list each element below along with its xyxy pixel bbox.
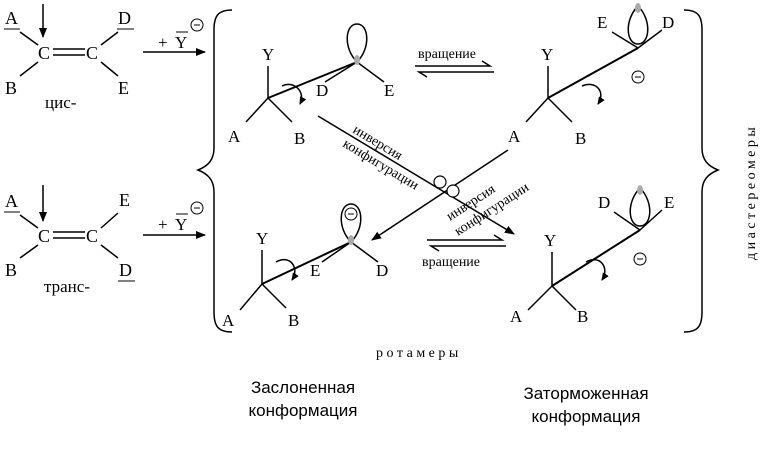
- top-left-e: E: [384, 81, 394, 100]
- inversion-arrow-up: [371, 149, 509, 241]
- cis-atom-a: A: [5, 8, 18, 28]
- curved-arrow-icon: [585, 259, 609, 281]
- rotamers-label: ротамеры: [376, 346, 462, 361]
- rotation-equilibrium-bottom: вращение: [422, 234, 506, 270]
- curved-arrow-icon: [281, 83, 307, 105]
- bottom-left-y: Y: [256, 229, 268, 248]
- curved-arrow-icon: [581, 83, 605, 105]
- bottom-left-conformer: Y A B E D: [222, 203, 388, 330]
- bottom-right-e: E: [664, 193, 674, 212]
- p-orbital-lobe-icon: [446, 184, 460, 198]
- eclipsed-label-line2: конформация: [249, 401, 358, 420]
- cis-bond-d: [100, 31, 119, 46]
- top-right-conformer: Y A B E D: [508, 2, 674, 148]
- trans-bond-d: [100, 244, 119, 259]
- cis-atom-e: E: [118, 78, 129, 98]
- trans-atom-c1: C: [38, 226, 50, 246]
- trans-alkene: A B C C E D транс-: [4, 185, 135, 296]
- top-right-y: Y: [541, 45, 553, 64]
- trans-bond-e: [100, 212, 119, 229]
- inversion-arrow-down: [317, 115, 515, 235]
- top-right-d: D: [662, 13, 674, 32]
- bottom-left-d: D: [376, 261, 388, 280]
- p-orbital-icon: [627, 2, 649, 45]
- cis-atom-c2: C: [86, 43, 98, 63]
- trans-atom-a: A: [5, 191, 18, 211]
- cis-bond-b: [19, 61, 39, 77]
- top-right-b: B: [575, 129, 586, 148]
- reagent-bottom: + Y: [143, 201, 206, 239]
- eclipsed-label-line1: Заслоненная: [251, 378, 355, 397]
- rotation-label-top: вращение: [418, 47, 476, 62]
- trans-atom-b: B: [5, 260, 17, 280]
- cis-atom-b: B: [5, 78, 17, 98]
- bottom-right-d: D: [598, 193, 610, 212]
- top-left-b: B: [294, 129, 305, 148]
- trans-label: транс-: [44, 277, 90, 296]
- rotation-label-bottom: вращение: [422, 255, 480, 270]
- reagent-top: + Y: [143, 18, 206, 56]
- cis-atom-d: D: [118, 8, 131, 28]
- diastereomers-label: диастереомеры: [744, 124, 759, 260]
- trans-bond-b: [19, 244, 39, 259]
- reagent-y: Y: [175, 33, 187, 52]
- staggered-label-line1: Заторможенная: [523, 384, 648, 403]
- reagent-plus: +: [158, 33, 168, 52]
- curved-arrow-icon: [275, 259, 299, 281]
- bottom-left-a: A: [222, 311, 235, 330]
- bottom-left-b: B: [288, 311, 299, 330]
- top-left-y: Y: [262, 45, 274, 64]
- trans-atom-e: E: [119, 190, 130, 210]
- reagent-y: Y: [175, 215, 187, 234]
- top-left-conformer: Y A B D E: [228, 23, 394, 148]
- cis-bond-e: [100, 61, 119, 77]
- p-orbital-icon: [346, 23, 368, 66]
- right-brace: [683, 9, 721, 333]
- bottom-left-e: E: [310, 261, 320, 280]
- bottom-right-conformer: Y A B D E: [510, 184, 674, 326]
- top-left-d: D: [316, 81, 328, 100]
- bottom-right-b: B: [577, 307, 588, 326]
- cis-alkene: A B C C D E цис-: [4, 4, 134, 112]
- top-right-e: E: [597, 13, 607, 32]
- p-orbital-lobe-icon: [433, 175, 447, 189]
- cis-label: цис-: [45, 93, 77, 112]
- bottom-right-y: Y: [544, 231, 556, 250]
- rotation-equilibrium-top: вращение: [415, 47, 494, 78]
- top-right-a: A: [508, 127, 521, 146]
- cis-bond-a: [19, 31, 39, 46]
- reagent-plus: +: [158, 215, 168, 234]
- trans-atom-c2: C: [86, 226, 98, 246]
- trans-bond-a: [19, 214, 39, 229]
- left-brace: [195, 9, 233, 333]
- trans-atom-d: D: [119, 260, 132, 280]
- top-left-a: A: [228, 127, 241, 146]
- bottom-right-a: A: [510, 307, 523, 326]
- p-orbital-icon: [629, 184, 651, 227]
- cis-atom-c1: C: [38, 43, 50, 63]
- staggered-label-line2: конформация: [532, 407, 641, 426]
